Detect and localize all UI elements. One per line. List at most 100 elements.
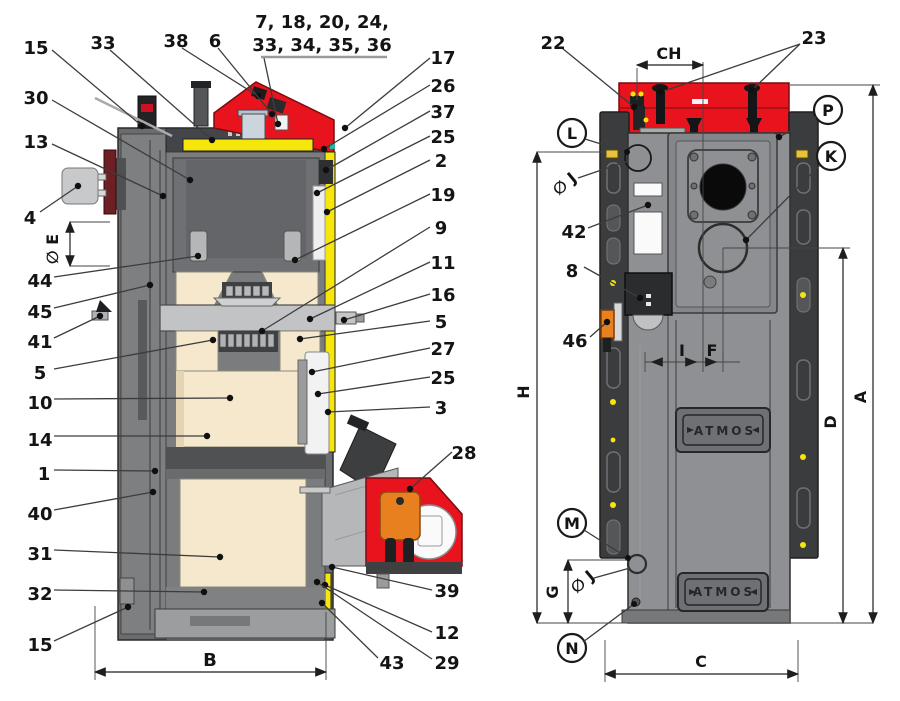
part-label-5-right: 5 <box>435 312 448 333</box>
part-label-3: 3 <box>435 398 448 419</box>
brand-text-upper: ATMOS <box>694 424 756 438</box>
part-label-44: 44 <box>27 271 52 292</box>
part-label-33: 33 <box>90 33 115 54</box>
dim-j-top-label: ∅ J <box>549 168 581 199</box>
insulation-top <box>182 138 314 152</box>
shaft-tip <box>355 313 365 323</box>
dim-a-label: A <box>851 390 870 403</box>
part-label-26: 26 <box>430 76 455 97</box>
part-label-group: 7, 18, 20, 24, 33, 34, 35, 36 <box>252 12 392 59</box>
grate-teeth-lower <box>219 333 275 348</box>
part-label-9: 9 <box>435 218 448 239</box>
part-label-15-bottom: 15 <box>27 635 52 656</box>
dim-j-bottom-label: ∅ J <box>567 566 599 597</box>
part-label-12: 12 <box>434 623 459 644</box>
chamber-floor <box>166 447 325 469</box>
callout-n: N <box>565 639 578 658</box>
flue-opening <box>699 163 747 211</box>
part-label-19: 19 <box>430 185 455 206</box>
part-label-38: 38 <box>163 31 188 52</box>
part-label-40: 40 <box>27 504 52 525</box>
hood-device <box>266 96 287 114</box>
motor-leg-1 <box>385 538 396 566</box>
part-label-28: 28 <box>451 443 476 464</box>
dim-ch-label: CH <box>656 44 681 63</box>
dim-i-label: I <box>679 341 685 360</box>
dim-b: B <box>93 606 328 680</box>
hopper-bracket-left <box>189 230 208 262</box>
ash-chamber-top <box>166 469 325 479</box>
leader-lines-left-view <box>39 47 453 660</box>
callout-k: K <box>825 147 838 166</box>
leader-lines-front-view <box>561 43 821 643</box>
part-label-14: 14 <box>27 430 52 451</box>
part-label-1: 1 <box>38 464 51 485</box>
bracket-46 <box>613 302 623 342</box>
burner-fan-front <box>632 314 664 331</box>
ceramic-shade <box>176 371 184 447</box>
part-label-30: 30 <box>23 88 48 109</box>
grate-center-block <box>212 297 282 307</box>
chimney-stub <box>193 85 209 127</box>
side-panel-right <box>788 111 819 559</box>
part-label-25b: 25 <box>430 368 455 389</box>
dim-e-label: ∅ E <box>43 234 62 264</box>
dim-g-label: G <box>543 585 562 598</box>
part-label-16: 16 <box>430 285 455 306</box>
burner-base <box>366 562 462 574</box>
part-label-8: 8 <box>566 261 579 282</box>
control-hood <box>213 81 335 154</box>
part-label-22: 22 <box>540 33 565 54</box>
callout-k-circle <box>815 140 847 172</box>
door-knob-2 <box>746 118 762 126</box>
cross-section-view: ∅ E B <box>23 12 477 680</box>
part-label-13: 13 <box>23 132 48 153</box>
part-label-17: 17 <box>430 48 455 69</box>
dim-e: ∅ E <box>43 220 110 268</box>
part-label-25a: 25 <box>430 127 455 148</box>
dim-c-label: C <box>695 652 707 671</box>
callout-l-circle <box>556 117 588 149</box>
brand-plate-lower: ATMOS <box>677 572 769 612</box>
chimney-cap <box>191 81 211 88</box>
part-label-41: 41 <box>27 332 52 353</box>
part-label-32: 32 <box>27 584 52 605</box>
callout-m: M <box>564 514 580 533</box>
side-gap-upper <box>312 185 326 261</box>
part-label-6: 6 <box>209 31 222 52</box>
callout-p: P <box>822 101 834 120</box>
ceramic-ash-chamber <box>179 478 307 588</box>
cleaning-lever <box>94 96 173 138</box>
part-label-group-line1: 7, 18, 20, 24, <box>255 12 389 33</box>
rating-plate-large <box>633 211 663 255</box>
part-label-23: 23 <box>801 28 826 49</box>
part-label-31: 31 <box>27 544 52 565</box>
lower-door-panel <box>304 351 330 455</box>
flue-frame <box>687 149 759 223</box>
rotary-grate-bar <box>159 304 336 332</box>
dim-d-label: D <box>821 415 840 428</box>
dim-h-label: H <box>514 385 533 398</box>
callout-p-circle <box>812 94 844 126</box>
body-plug <box>703 275 717 289</box>
ceramic-block-left <box>175 330 219 372</box>
motor-leg-2 <box>403 538 414 566</box>
teal-marker <box>330 144 335 149</box>
lower-door-hinge <box>297 359 308 445</box>
panel-clip-left <box>605 149 619 159</box>
thermo-sensor-red <box>141 104 153 112</box>
callout-m-circle <box>556 507 588 539</box>
brand-text-lower: ATMOS <box>693 585 755 599</box>
part-label-29: 29 <box>434 653 459 674</box>
brand-plate-upper: ATMOS <box>675 407 771 453</box>
part-label-15-top: 15 <box>23 38 48 59</box>
top-handle-1-cap <box>652 84 668 92</box>
ash-floor <box>166 587 325 609</box>
burner-drain <box>376 573 390 589</box>
auger-shaft <box>299 486 331 494</box>
red-top-slot <box>692 99 708 104</box>
part-label-43: 43 <box>379 653 404 674</box>
jacket-channel <box>138 300 147 420</box>
motor-dot <box>396 497 404 505</box>
